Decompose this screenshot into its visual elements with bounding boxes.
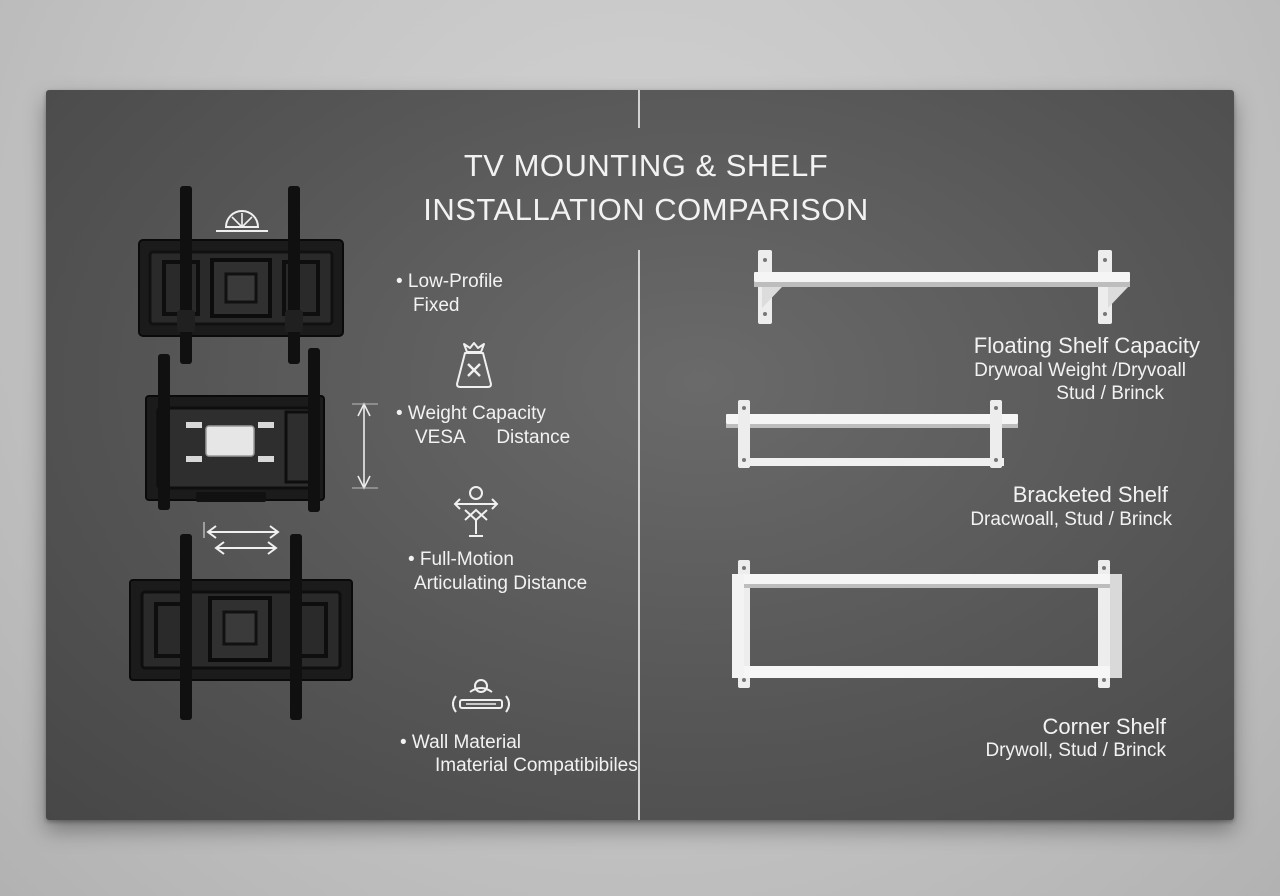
corner-shelf [732,560,1122,688]
low-profile-mount [138,186,344,364]
mount-3-sub: Articulating Distance [414,573,588,594]
mount-2-sub: VESA Distance [415,427,571,448]
full-motion-mount [129,534,353,720]
comparison-board: TV MOUNTING & SHELF INSTALLATION COMPARI… [46,90,1234,820]
person-motion-icon [453,486,499,537]
mount-1-label: • Low-Profile [396,271,503,292]
mount-2-label: • Weight Capacity [396,403,546,424]
floating-shelf-name: Floating Shelf Capacity [973,333,1200,358]
tilting-mount [145,348,378,512]
wall-level-icon [452,679,510,713]
divider-lower [638,250,640,820]
mount-1-sub: Fixed [413,295,460,316]
horizontal-distance-arrows [203,522,280,555]
tv-mounts-illustration [129,186,378,720]
mount-3-label: • Full-Motion [408,549,514,570]
mount-4-label: • Wall Material [400,732,522,753]
mount-4-sub: Imaterial Compatibibiles [435,755,638,776]
title-line-1: TV MOUNTING & SHELF [463,148,829,183]
bracketed-shelf-name: Bracketed Shelf [1012,482,1168,507]
floating-shelf-materials: Drywoal Weight /Dryvoall [974,360,1186,381]
weight-bag-icon [456,342,492,388]
bracketed-shelf [726,400,1018,468]
shelves-illustration [726,250,1130,688]
corner-shelf-name: Corner Shelf [1042,714,1166,739]
tilt-gauge-icon [216,210,268,232]
divider-top [638,90,640,128]
floating-shelf [754,250,1130,324]
bracketed-shelf-materials: Dracwoall, Stud / Brinck [970,509,1172,530]
floating-shelf-mount: Stud / Brinck [1056,383,1164,404]
corner-shelf-materials: Drywoll, Stud / Brinck [985,740,1166,761]
title-line-2: INSTALLATION COMPARISON [423,192,869,227]
